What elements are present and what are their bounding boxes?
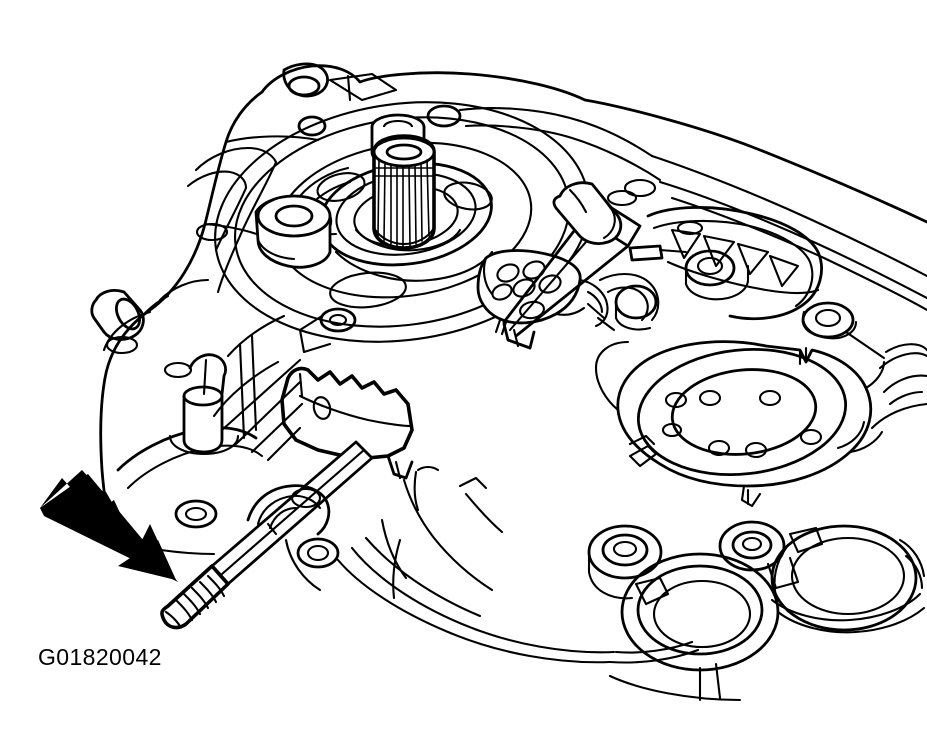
lower-right-bearing-bores — [587, 520, 926, 702]
figure-caption: G01820042 — [38, 644, 162, 670]
splined-input-shaft — [370, 113, 436, 250]
case-bolt-ear-lower — [298, 307, 357, 354]
flange-bolt-holes — [661, 389, 823, 459]
case-bolt-boss-left — [254, 194, 333, 269]
bearing-retainer-flange — [594, 340, 886, 508]
perforated-interlock-bracket — [476, 249, 609, 350]
thread-turns — [164, 574, 226, 628]
case-center-diagonal-ribs — [212, 314, 304, 462]
selector-shaft-main — [160, 440, 374, 630]
case-top-bolt-ears — [282, 62, 927, 312]
case-right-ribbed-panel — [606, 189, 886, 360]
case-right-cylinder — [552, 181, 623, 245]
detent-plate — [280, 366, 414, 480]
case-left-cylindrical-boss — [90, 289, 170, 341]
case-left-web-rib — [102, 146, 278, 355]
case-right-edge-bores — [870, 343, 927, 430]
callout-arrow — [40, 470, 178, 582]
case-lower-left-ribs — [116, 353, 340, 592]
case-right-curved-boss — [586, 272, 660, 332]
case-lower-contours — [336, 465, 700, 664]
